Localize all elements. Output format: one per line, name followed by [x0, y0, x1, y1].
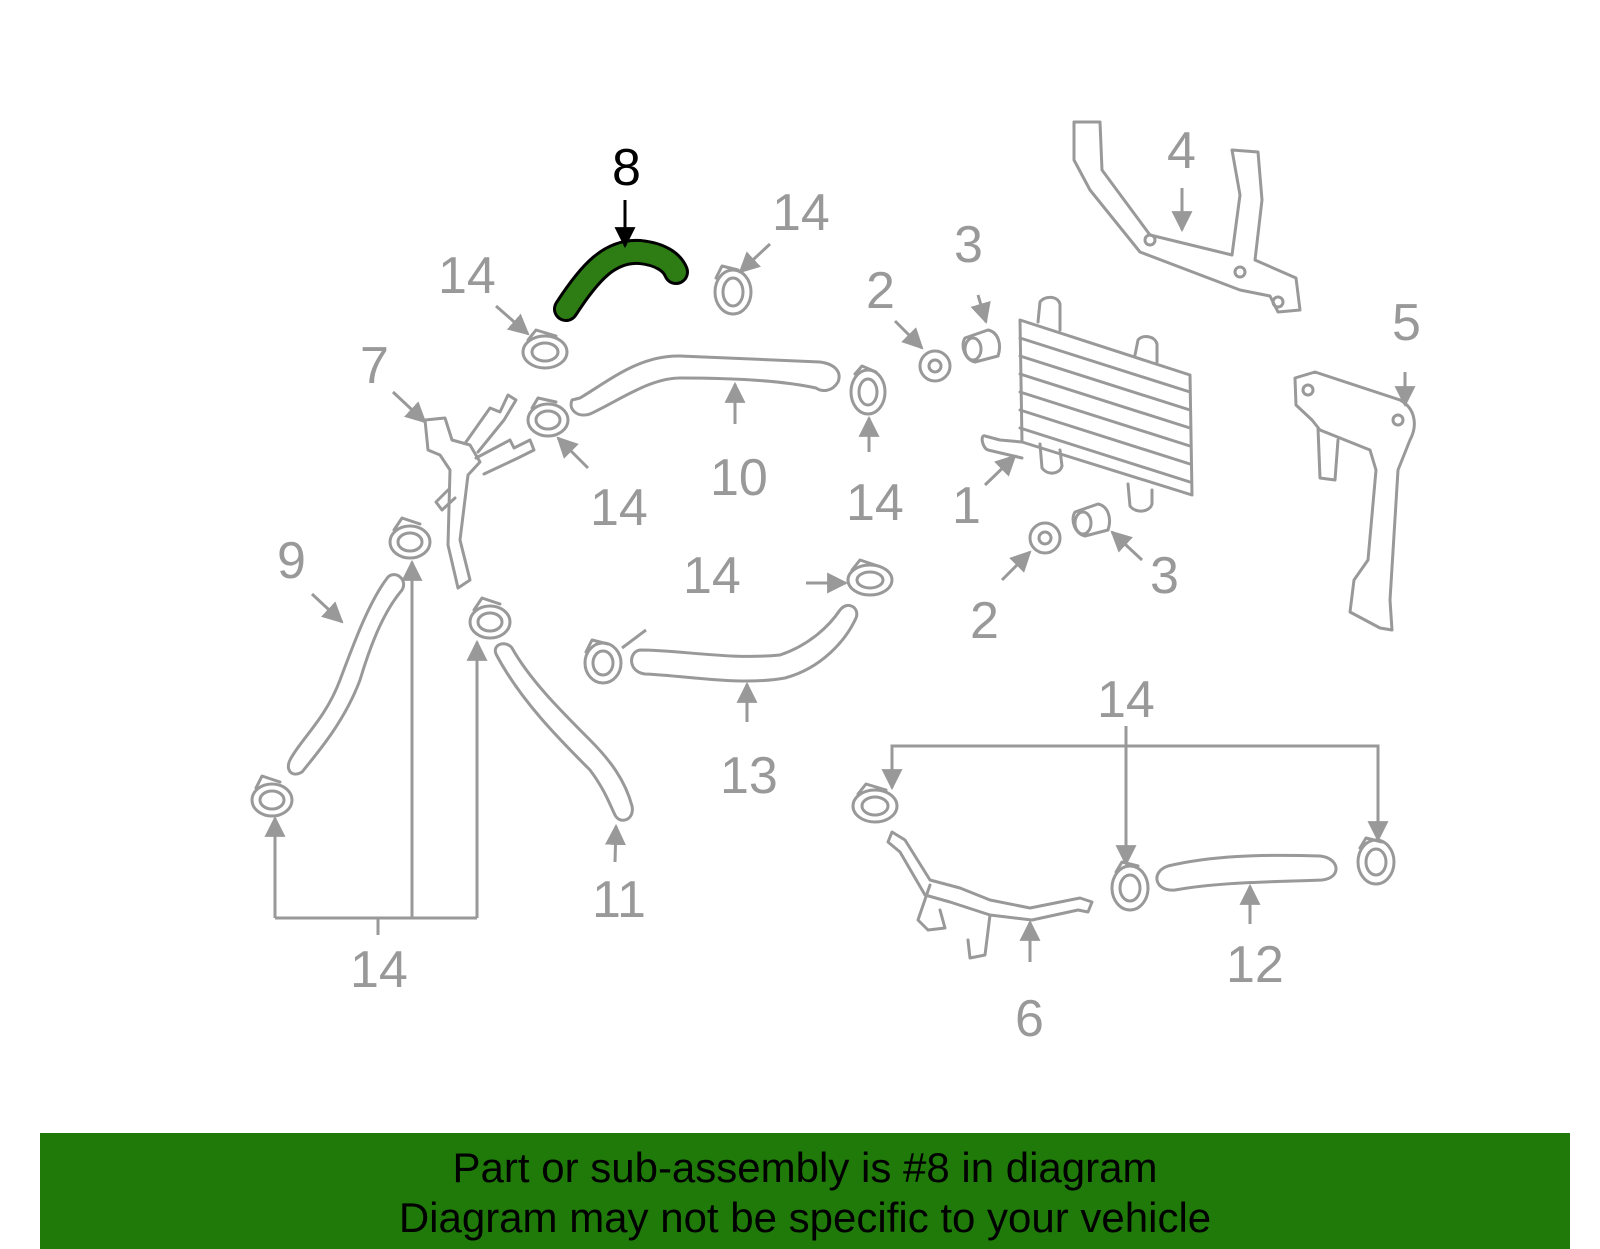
callout-14-a: 14	[772, 184, 830, 242]
callout-14-c: 14	[590, 479, 648, 537]
callout-7: 7	[360, 337, 389, 395]
callout-14-b: 14	[438, 247, 496, 305]
part-9-hose	[286, 573, 405, 776]
clamp-14-13-right	[846, 558, 894, 597]
clamp-14-13-left	[583, 638, 623, 685]
callout-4: 4	[1167, 122, 1196, 180]
info-banner: Part or sub-assembly is #8 in diagram Di…	[40, 1133, 1570, 1249]
callout-14-e: 14	[350, 941, 408, 999]
clamp-14-12-left	[1110, 860, 1150, 912]
info-banner-bg	[40, 1133, 1570, 1249]
callout-14-d: 14	[846, 474, 904, 532]
callout-14-g: 14	[1097, 671, 1155, 729]
part-1-cooler	[980, 295, 1194, 513]
callout-3-a: 3	[954, 216, 983, 274]
clamp-14-left-mid	[468, 596, 512, 640]
part-7-fitting	[423, 393, 536, 590]
leader-14-bottom-left	[264, 559, 488, 935]
callout-1: 1	[952, 477, 981, 535]
part-3-lower	[1071, 502, 1112, 538]
callout-10: 10	[710, 449, 768, 507]
callout-14-f: 14	[683, 547, 741, 605]
leader-14-right	[881, 726, 1389, 867]
callout-11: 11	[592, 871, 646, 929]
callout-8: 8	[612, 139, 641, 197]
callout-2-b: 2	[970, 592, 999, 650]
clamp-14-left-upper	[388, 516, 432, 560]
part-4-bracket	[1072, 120, 1302, 314]
callout-6: 6	[1015, 990, 1044, 1048]
part-10-hose	[569, 354, 841, 417]
banner-line-1: Part or sub-assembly is #8 in diagram	[452, 1144, 1158, 1191]
part-13-hose	[630, 604, 859, 683]
callout-3-b: 3	[1150, 547, 1179, 605]
part-3-upper	[961, 328, 1002, 364]
part-6-tube	[886, 830, 1094, 960]
clamp-14-12-right	[1356, 836, 1396, 886]
callout-5: 5	[1392, 294, 1421, 352]
clamp-14-mid-left	[526, 396, 570, 438]
part-12-hose	[1155, 853, 1338, 892]
part-8-hose[interactable]	[553, 238, 689, 322]
clamp-14-upper-left	[521, 328, 569, 370]
clamp-14-6-left	[851, 782, 899, 824]
clamp-14-top-right	[713, 264, 753, 316]
part-2-upper	[918, 349, 952, 383]
callout-9: 9	[277, 532, 306, 590]
clamp-14-left-lower	[250, 774, 294, 818]
callout-13: 13	[720, 747, 778, 805]
clamp-14-mid-right	[849, 364, 887, 416]
part-2-lower	[1028, 521, 1062, 555]
callout-2-a: 2	[866, 262, 895, 320]
banner-line-2: Diagram may not be specific to your vehi…	[398, 1194, 1212, 1241]
part-11-hose	[493, 642, 634, 822]
part-5-bracket	[1293, 370, 1416, 632]
callout-12: 12	[1226, 936, 1284, 994]
